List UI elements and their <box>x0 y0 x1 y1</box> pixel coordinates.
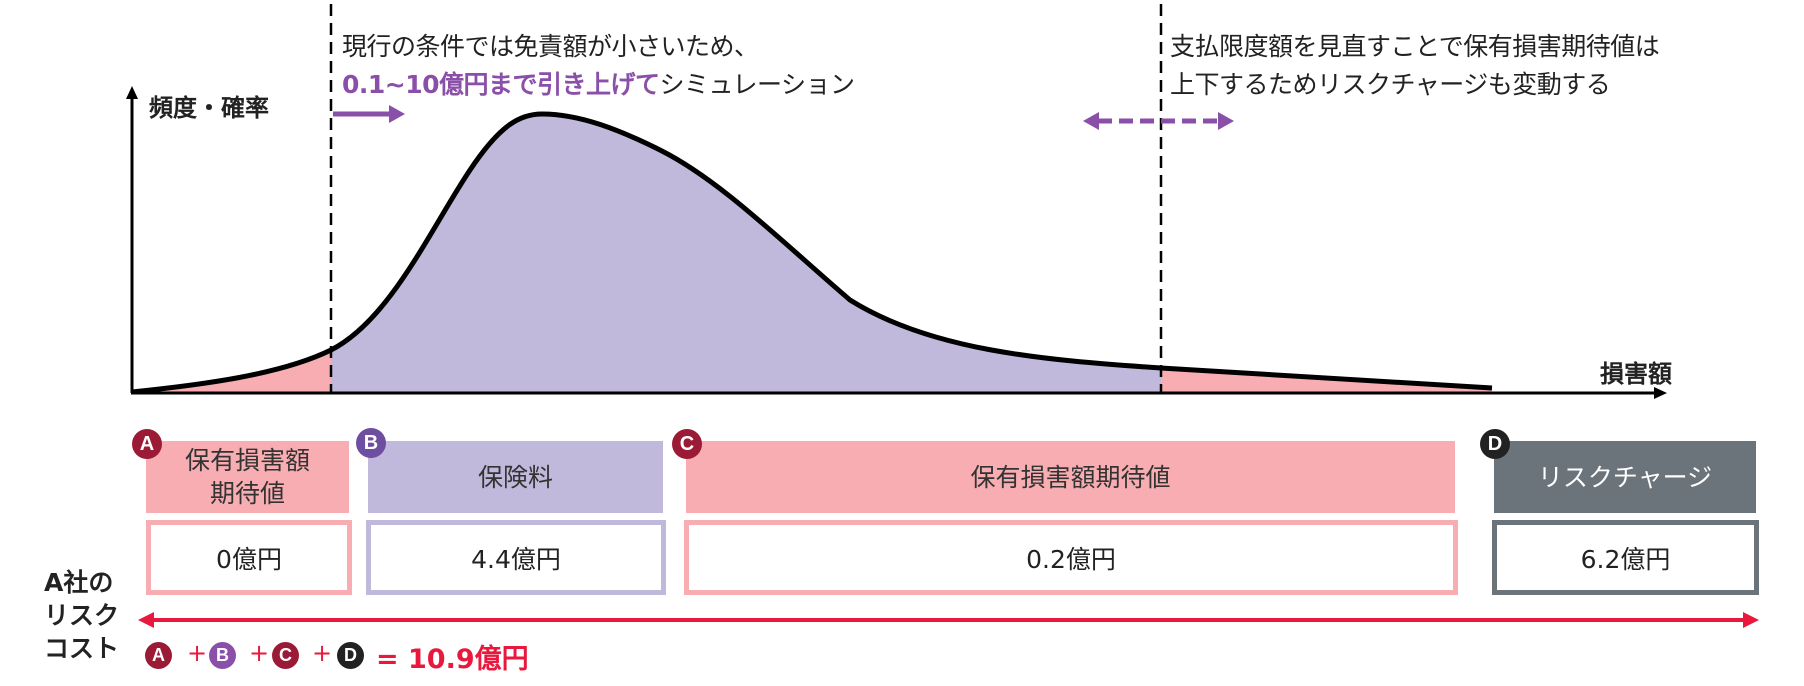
risk-cost-total: = 10.9億円 <box>376 644 529 675</box>
badge-c-icon: C <box>672 429 702 459</box>
limit-annotation: 支払限度額を見直すことで保有損害期待値は 上下するためリスクチャージも変動する <box>1170 28 1660 104</box>
y-axis-label: 頻度・確率 <box>149 94 269 122</box>
y-axis-arrow-icon <box>126 86 138 99</box>
premium-area <box>331 114 1161 392</box>
formula-badge-d-icon: D <box>337 642 364 669</box>
limit-adjust-arrow-right-icon <box>1218 112 1234 130</box>
component-a-header: 保有損害額 期待値 <box>146 441 349 513</box>
formula-plus-2: + <box>249 639 270 667</box>
risk-cost-span-right-arrow-icon <box>1743 612 1759 628</box>
component-b-header: 保険料 <box>368 441 663 513</box>
component-b-value: 4.4億円 <box>366 520 666 595</box>
x-axis-arrow-icon <box>1654 387 1667 399</box>
risk-cost-label-line1: A社の <box>44 568 114 597</box>
component-d-header-line1: リスクチャージ <box>1537 462 1713 492</box>
x-axis-label: 損害額 <box>1600 360 1672 388</box>
deductible-shift-arrow-icon <box>389 105 405 123</box>
badge-b-icon: B <box>356 428 386 458</box>
component-d-header: リスクチャージ <box>1494 441 1756 513</box>
component-a-header-line2: 期待値 <box>209 479 285 508</box>
deductible-annotation-rest: シミュレーション <box>659 70 856 99</box>
retained-loss-left-area <box>132 350 331 392</box>
formula-badge-a-icon: A <box>145 642 172 669</box>
limit-annotation-line1: 支払限度額を見直すことで保有損害期待値は <box>1170 32 1660 61</box>
deductible-annotation: 現行の条件では免責額が小さいため、 0.1~10億円まで引き上げてシミュレーショ… <box>342 28 855 104</box>
formula-badge-c-icon: C <box>272 642 299 669</box>
risk-cost-label-line3: コスト <box>44 634 120 663</box>
risk-cost-label-line2: リスク <box>44 601 120 630</box>
badge-d-icon: D <box>1480 429 1510 459</box>
formula-badge-b-icon: B <box>209 642 236 669</box>
deductible-annotation-line2: 0.1~10億円まで引き上げてシミュレーション <box>342 66 855 104</box>
risk-cost-label: A社の リスク コスト <box>44 566 119 665</box>
limit-adjust-arrow-left-icon <box>1083 112 1099 130</box>
badge-a-icon: A <box>132 429 162 459</box>
component-b-header-line1: 保険料 <box>477 462 553 492</box>
formula-plus-3: + <box>312 639 333 667</box>
component-c-header-line1: 保有損害額期待値 <box>970 462 1171 492</box>
component-c-value: 0.2億円 <box>684 520 1458 595</box>
deductible-annotation-line1: 現行の条件では免責額が小さいため、 <box>342 32 759 61</box>
component-a-header-line1: 保有損害額 <box>184 446 310 475</box>
risk-cost-span-left-arrow-icon <box>138 612 154 628</box>
component-a-value: 0億円 <box>146 520 352 595</box>
component-d-value: 6.2億円 <box>1492 520 1759 595</box>
limit-annotation-line2: 上下するためリスクチャージも変動する <box>1170 70 1611 99</box>
component-c-header: 保有損害額期待値 <box>686 441 1455 513</box>
formula-plus-1: + <box>187 639 208 667</box>
deductible-annotation-highlight: 0.1~10億円まで引き上げて <box>342 70 660 99</box>
